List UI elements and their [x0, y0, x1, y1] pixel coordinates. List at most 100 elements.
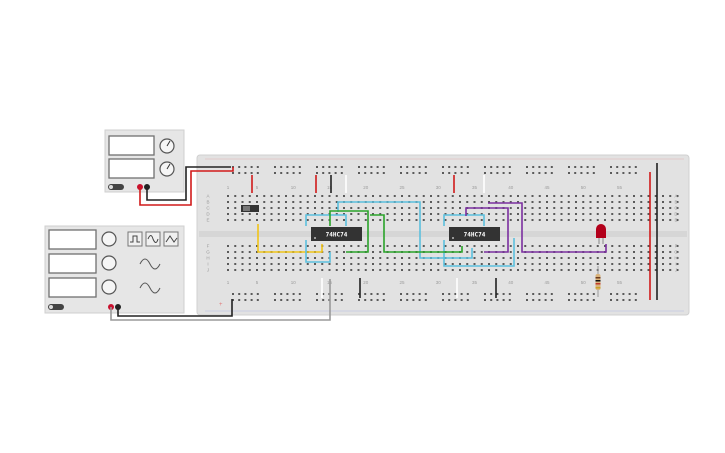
- breadboard-hole[interactable]: [618, 195, 621, 197]
- breadboard-hole[interactable]: [495, 195, 498, 197]
- breadboard-hole[interactable]: [596, 201, 599, 203]
- breadboard-hole[interactable]: [640, 219, 643, 221]
- breadboard-hole[interactable]: [277, 257, 280, 259]
- rail-hole[interactable]: [376, 299, 379, 301]
- breadboard-hole[interactable]: [662, 201, 664, 203]
- breadboard-hole[interactable]: [285, 201, 287, 203]
- breadboard-hole[interactable]: [575, 195, 577, 197]
- breadboard-hole[interactable]: [611, 251, 614, 253]
- breadboard-hole[interactable]: [408, 245, 411, 247]
- rail-hole[interactable]: [244, 166, 247, 168]
- breadboard-hole[interactable]: [625, 207, 628, 209]
- breadboard-hole[interactable]: [277, 245, 280, 247]
- breadboard-hole[interactable]: [393, 257, 396, 259]
- rail-hole[interactable]: [448, 166, 451, 168]
- wire-purple[interactable]: [465, 207, 509, 253]
- breadboard-hole[interactable]: [538, 207, 541, 209]
- rail-hole[interactable]: [484, 299, 486, 301]
- breadboard-hole[interactable]: [422, 269, 425, 271]
- breadboard-hole[interactable]: [408, 213, 411, 215]
- rail-hole[interactable]: [544, 166, 547, 168]
- breadboard-hole[interactable]: [314, 201, 316, 203]
- rail-hole[interactable]: [454, 293, 457, 295]
- breadboard-hole[interactable]: [386, 257, 389, 259]
- breadboard-hole[interactable]: [227, 207, 229, 209]
- breadboard-hole[interactable]: [495, 263, 498, 265]
- breadboard-hole[interactable]: [611, 213, 614, 215]
- rail-hole[interactable]: [442, 299, 444, 301]
- rail-hole[interactable]: [574, 166, 577, 168]
- breadboard-hole[interactable]: [582, 201, 585, 203]
- rail-hole[interactable]: [358, 293, 360, 295]
- breadboard-hole[interactable]: [459, 207, 461, 209]
- rail-hole[interactable]: [256, 166, 259, 168]
- breadboard-hole[interactable]: [473, 195, 476, 197]
- rail-hole[interactable]: [238, 172, 241, 174]
- rail-hole[interactable]: [466, 299, 469, 301]
- breadboard-hole[interactable]: [415, 269, 418, 271]
- rail-hole[interactable]: [580, 166, 583, 168]
- breadboard-hole[interactable]: [553, 269, 556, 271]
- breadboard-hole[interactable]: [227, 195, 229, 197]
- rail-hole[interactable]: [406, 166, 409, 168]
- rail-hole[interactable]: [298, 166, 301, 168]
- breadboard-hole[interactable]: [277, 195, 280, 197]
- breadboard-hole[interactable]: [589, 213, 592, 215]
- rail-hole[interactable]: [370, 299, 373, 301]
- breadboard-hole[interactable]: [328, 269, 331, 271]
- breadboard-hole[interactable]: [357, 207, 360, 209]
- breadboard-hole[interactable]: [524, 245, 527, 247]
- rail-hole[interactable]: [466, 166, 469, 168]
- breadboard-hole[interactable]: [582, 245, 585, 247]
- breadboard-hole[interactable]: [546, 257, 548, 259]
- breadboard-hole[interactable]: [618, 201, 621, 203]
- rail-hole[interactable]: [550, 172, 553, 174]
- rail-hole[interactable]: [328, 172, 331, 174]
- breadboard-hole[interactable]: [379, 245, 382, 247]
- rail-hole[interactable]: [484, 293, 486, 295]
- rail-hole[interactable]: [274, 299, 276, 301]
- breadboard-hole[interactable]: [604, 269, 606, 271]
- breadboard-hole[interactable]: [285, 195, 287, 197]
- breadboard-hole[interactable]: [560, 257, 563, 259]
- rail-hole[interactable]: [364, 299, 367, 301]
- rail-hole[interactable]: [418, 166, 421, 168]
- rail-hole[interactable]: [508, 172, 511, 174]
- rail-hole[interactable]: [490, 293, 493, 295]
- breadboard-hole[interactable]: [343, 219, 345, 221]
- breadboard-hole[interactable]: [444, 269, 447, 271]
- rail-hole[interactable]: [550, 166, 553, 168]
- breadboard-hole[interactable]: [430, 195, 432, 197]
- breadboard-hole[interactable]: [654, 263, 657, 265]
- rail-hole[interactable]: [502, 299, 505, 301]
- breadboard-hole[interactable]: [401, 213, 403, 215]
- breadboard-hole[interactable]: [611, 195, 614, 197]
- breadboard-hole[interactable]: [582, 219, 585, 221]
- breadboard-hole[interactable]: [633, 251, 635, 253]
- breadboard-hole[interactable]: [444, 201, 447, 203]
- breadboard-hole[interactable]: [553, 263, 556, 265]
- breadboard-hole[interactable]: [466, 251, 469, 253]
- breadboard-hole[interactable]: [654, 213, 657, 215]
- rail-hole[interactable]: [532, 166, 535, 168]
- breadboard-hole[interactable]: [422, 195, 425, 197]
- breadboard-hole[interactable]: [654, 195, 657, 197]
- rail-hole[interactable]: [466, 172, 469, 174]
- breadboard-hole[interactable]: [227, 213, 229, 215]
- breadboard-hole[interactable]: [401, 195, 403, 197]
- breadboard-hole[interactable]: [509, 251, 512, 253]
- fg-knob-amplitude[interactable]: [101, 255, 117, 271]
- rail-hole[interactable]: [340, 293, 343, 295]
- breadboard-hole[interactable]: [567, 245, 570, 247]
- breadboard-hole[interactable]: [575, 207, 577, 209]
- breadboard-hole[interactable]: [299, 201, 302, 203]
- rail-hole[interactable]: [460, 166, 463, 168]
- breadboard-hole[interactable]: [372, 263, 374, 265]
- rail-hole[interactable]: [496, 299, 499, 301]
- rail-hole[interactable]: [532, 299, 535, 301]
- breadboard-hole[interactable]: [633, 201, 635, 203]
- breadboard-hole[interactable]: [676, 201, 679, 203]
- breadboard-hole[interactable]: [618, 219, 621, 221]
- breadboard-hole[interactable]: [263, 263, 266, 265]
- breadboard-hole[interactable]: [248, 195, 251, 197]
